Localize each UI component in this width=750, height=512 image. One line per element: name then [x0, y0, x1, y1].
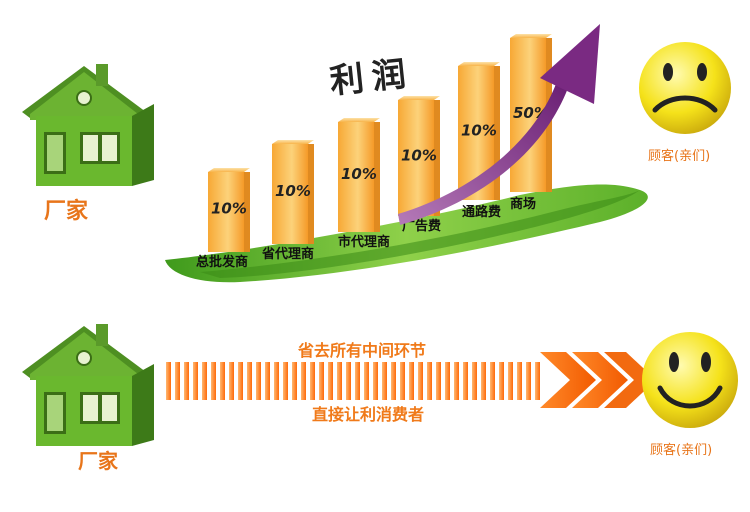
stripe	[400, 362, 405, 400]
bar-3: 10% 市代理商	[338, 118, 390, 250]
stripe	[301, 362, 306, 400]
grass-base	[165, 184, 648, 283]
bar-body	[338, 122, 374, 232]
rising-arrow-icon	[398, 24, 600, 225]
bar-value-label: 10%	[211, 200, 247, 218]
manufacturer-label-bottom: 厂家	[78, 449, 119, 473]
stripe	[454, 362, 459, 400]
stripe	[346, 362, 351, 400]
bar-category-label: 商场	[510, 196, 536, 212]
bar-top	[458, 62, 500, 66]
bar-category-label: 市代理商	[338, 234, 390, 250]
stripe	[364, 362, 369, 400]
stripe	[481, 362, 486, 400]
stripe	[247, 362, 252, 400]
smiley-face-icon	[642, 332, 738, 428]
stripe	[175, 362, 180, 400]
direct-path-stripes	[166, 362, 540, 400]
stripe	[328, 362, 333, 400]
bar-side	[374, 122, 380, 232]
bar-top	[510, 34, 552, 38]
bar-value-label: 10%	[461, 122, 497, 140]
stripe	[310, 362, 315, 400]
bar-top	[208, 168, 250, 172]
stripe	[211, 362, 216, 400]
manufacturer-label-top: 厂家	[44, 198, 89, 224]
bar-category-label: 总批发商	[196, 254, 248, 270]
stripe	[418, 362, 423, 400]
bar-category-label: 广告费	[402, 218, 441, 234]
stripe	[238, 362, 243, 400]
stripe	[409, 362, 414, 400]
stripe	[337, 362, 342, 400]
bar-side	[244, 172, 250, 252]
bar-top	[398, 96, 440, 100]
stripe	[184, 362, 189, 400]
stripe	[229, 362, 234, 400]
bar-1: 10% 总批发商	[196, 168, 250, 270]
stripe	[202, 362, 207, 400]
stripe	[472, 362, 477, 400]
stripe	[427, 362, 432, 400]
stripe	[526, 362, 531, 400]
bar-top	[272, 140, 314, 144]
stripe	[499, 362, 504, 400]
stripe	[355, 362, 360, 400]
stripe	[391, 362, 396, 400]
stripe	[166, 362, 171, 400]
customer-label-top: 顾客(亲们)	[648, 148, 710, 164]
bar-side	[434, 100, 440, 216]
house-icon	[22, 324, 154, 446]
profit-title: 利润	[328, 53, 416, 102]
stripe	[292, 362, 297, 400]
bar-category-label: 省代理商	[261, 246, 314, 262]
house-icon	[22, 64, 154, 186]
stripe	[256, 362, 261, 400]
bar-side	[494, 66, 500, 200]
stripe	[445, 362, 450, 400]
bar-category-label: 通路费	[462, 204, 501, 220]
sad-face-icon	[639, 42, 731, 134]
stripe	[373, 362, 378, 400]
bar-body	[208, 172, 244, 252]
stripe	[463, 362, 468, 400]
bar-body	[272, 144, 308, 244]
stripe	[274, 362, 279, 400]
bar-2: 10% 省代理商	[261, 140, 314, 262]
stripe	[283, 362, 288, 400]
stripe	[517, 362, 522, 400]
stripe	[382, 362, 387, 400]
bar-value-label: 10%	[275, 182, 311, 200]
stripe	[436, 362, 441, 400]
bottom-caption: 直接让利消费者	[312, 405, 424, 424]
stripe	[220, 362, 225, 400]
bar-4: 10% 广告费	[398, 96, 441, 234]
stripe	[508, 362, 513, 400]
bar-side	[308, 144, 314, 244]
top-caption: 省去所有中间环节	[297, 341, 426, 360]
stripe	[265, 362, 270, 400]
stripe	[193, 362, 198, 400]
customer-label-bottom: 顾客(亲们)	[650, 442, 712, 458]
chevron-arrow-icon	[540, 352, 656, 408]
stripe	[535, 362, 540, 400]
bar-top	[338, 118, 380, 122]
stripe	[319, 362, 324, 400]
bar-value-label: 10%	[401, 146, 437, 164]
stripe	[490, 362, 495, 400]
bar-value-label: 10%	[341, 165, 377, 183]
bar-body	[398, 100, 434, 216]
